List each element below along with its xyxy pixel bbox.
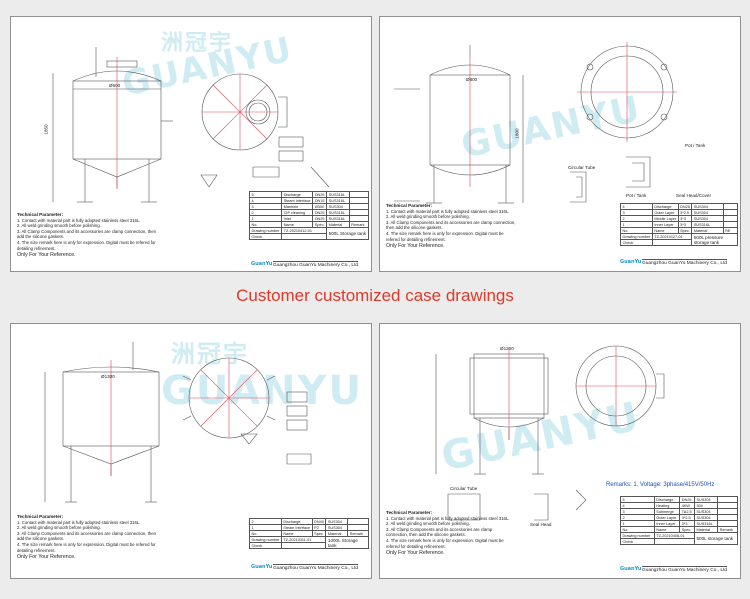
technical-parameters: Technical Parameter: 1. Contact with mat…: [386, 203, 516, 250]
check-row: Check: [620, 239, 738, 246]
company-logo: GuanYu: [251, 564, 273, 570]
drawing-title: 500L storage tank: [693, 532, 739, 545]
drawing-title: 500L Storage tank: [326, 227, 369, 240]
label-seal-head: Seal Head: [530, 522, 552, 527]
drawing-sheet-1: GUANYU 洲冠宇: [10, 16, 372, 272]
drawing-title: 500L pressure storage tank: [691, 233, 738, 246]
drawing-title: 1000L Storage tank: [325, 536, 369, 549]
table-cell: [281, 233, 328, 240]
dim-diameter: Ø500: [109, 83, 121, 88]
dim-diameter: Ø1200: [500, 346, 514, 351]
dim-diameter: Ø800: [466, 77, 478, 82]
label-circular-tube: Circular Tube: [450, 486, 478, 491]
check-row: Check: [249, 542, 369, 549]
label-pot-tank-2: Pot / Tank: [626, 193, 647, 198]
section-caption: Customer customized case drawings: [236, 286, 514, 305]
check-row: Check: [620, 538, 738, 545]
technical-parameters: Technical Parameter: 1. Contact with mat…: [17, 514, 157, 561]
tank-drawing: [435, 345, 665, 521]
company-name: Guangzhou GuanYu Machinery Co., Ltd: [273, 261, 359, 268]
company-logo: GuanYu: [620, 566, 642, 572]
table-cell: Check: [249, 542, 282, 549]
tank-drawing: [394, 42, 677, 204]
drawing-sheet-2: GUANYU Ø800 1800: [379, 16, 741, 272]
dim-height: 1800: [514, 128, 520, 139]
dim-diameter: Ø1300: [101, 374, 115, 379]
drawing-sheet-3: GUANYU 洲冠宇 Ø1300: [10, 323, 372, 579]
label-circular-tube: Circular Tube: [568, 165, 596, 170]
company-name: Guangzhou GuanYu Machinery Co., Ltd: [273, 564, 359, 571]
table-cell: [653, 538, 695, 545]
tank-drawing: [52, 47, 330, 203]
table-cell: [651, 239, 693, 246]
technical-parameters: Technical Parameter: 1. Contact with mat…: [386, 510, 510, 557]
voltage-remark: Remarks: 1. Voltage: 3phase/415V/50Hz: [606, 482, 715, 488]
technical-parameters: Technical Parameter: 1. Contact with mat…: [17, 212, 157, 259]
company-logo: GuanYu: [251, 261, 273, 267]
dim-height: 1850: [43, 124, 49, 135]
table-cell: Check: [620, 239, 653, 246]
company-logo: GuanYu: [620, 259, 642, 265]
table-cell: Check: [620, 538, 655, 545]
check-row: Check: [248, 233, 369, 240]
table-cell: [280, 542, 327, 549]
company-name: Guangzhou GuanYu Machinery Co., Ltd: [642, 259, 728, 266]
company-name: Guangzhou GuanYu Machinery Co., Ltd: [642, 566, 728, 573]
table-cell: Check: [248, 233, 283, 240]
drawing-sheet-4: GUANYU Ø1200 Circular Tube Seal Head Rem: [379, 323, 741, 579]
label-pot-tank: Pot / Tank: [685, 143, 706, 148]
label-seal-head: Seal Head/Cover: [676, 193, 711, 198]
tank-drawing: [44, 342, 312, 503]
